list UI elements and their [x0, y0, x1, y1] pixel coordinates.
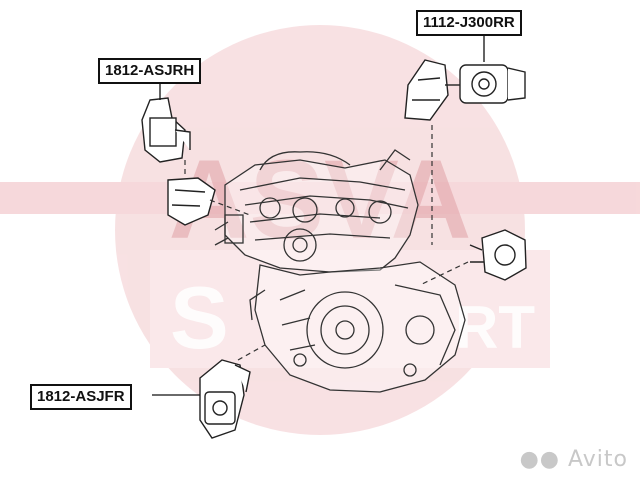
mount-transmission-side: [469, 229, 527, 281]
mount-rear-right: [404, 59, 526, 121]
watermark-subtitle-rt: RT: [455, 294, 535, 361]
part-number-1812-ASJRH: 1812-ASJRH: [98, 58, 202, 84]
avito-watermark: ●● Avito: [520, 447, 628, 472]
watermark-lower-band: [150, 250, 550, 368]
label-leaders: [152, 36, 485, 396]
asva-watermark: [0, 25, 640, 435]
transmission-assembly: [249, 261, 466, 393]
watermark-subtitle-s: S: [170, 268, 229, 367]
dashed-connectors: [184, 125, 469, 361]
engine-assembly: [214, 149, 419, 273]
part-number-1112-J300RR: 1112-J300RR: [416, 10, 522, 36]
watermark-top-bar: [0, 182, 640, 214]
avito-logo-text: Avito: [568, 447, 628, 472]
mount-front-right: [199, 359, 251, 439]
watermark-brand: ASVA: [169, 137, 472, 262]
part-number-1812-ASJFR: 1812-ASJFR: [30, 384, 132, 410]
mount-right-hand: [141, 97, 216, 226]
avito-dots-icon: ●●: [519, 447, 561, 472]
